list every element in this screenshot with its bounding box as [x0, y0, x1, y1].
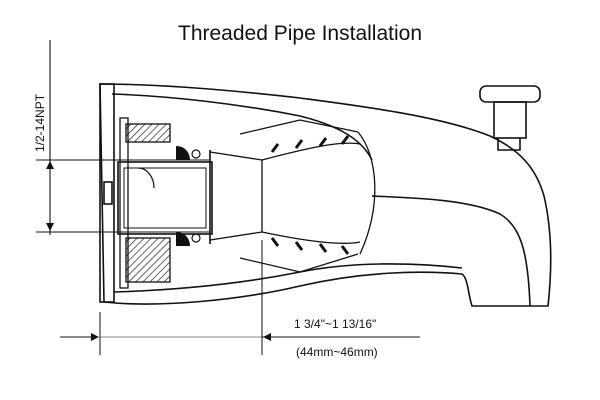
length-dimension-metric: (44mm~46mm) — [296, 345, 378, 359]
thread-spec-label: 1/2-14NPT — [33, 93, 47, 152]
threaded-adapter — [117, 117, 213, 289]
length-dimension — [60, 240, 420, 355]
bore-hatching — [270, 135, 350, 255]
length-dimension-label: 1 3/4"~1 13/16" — [294, 317, 376, 331]
diverter-knob — [479, 85, 541, 151]
diagram-title: Threaded Pipe Installation — [178, 22, 422, 45]
internal-bore — [209, 119, 376, 273]
thread-dimension — [36, 40, 210, 235]
wall-flange — [99, 83, 115, 303]
